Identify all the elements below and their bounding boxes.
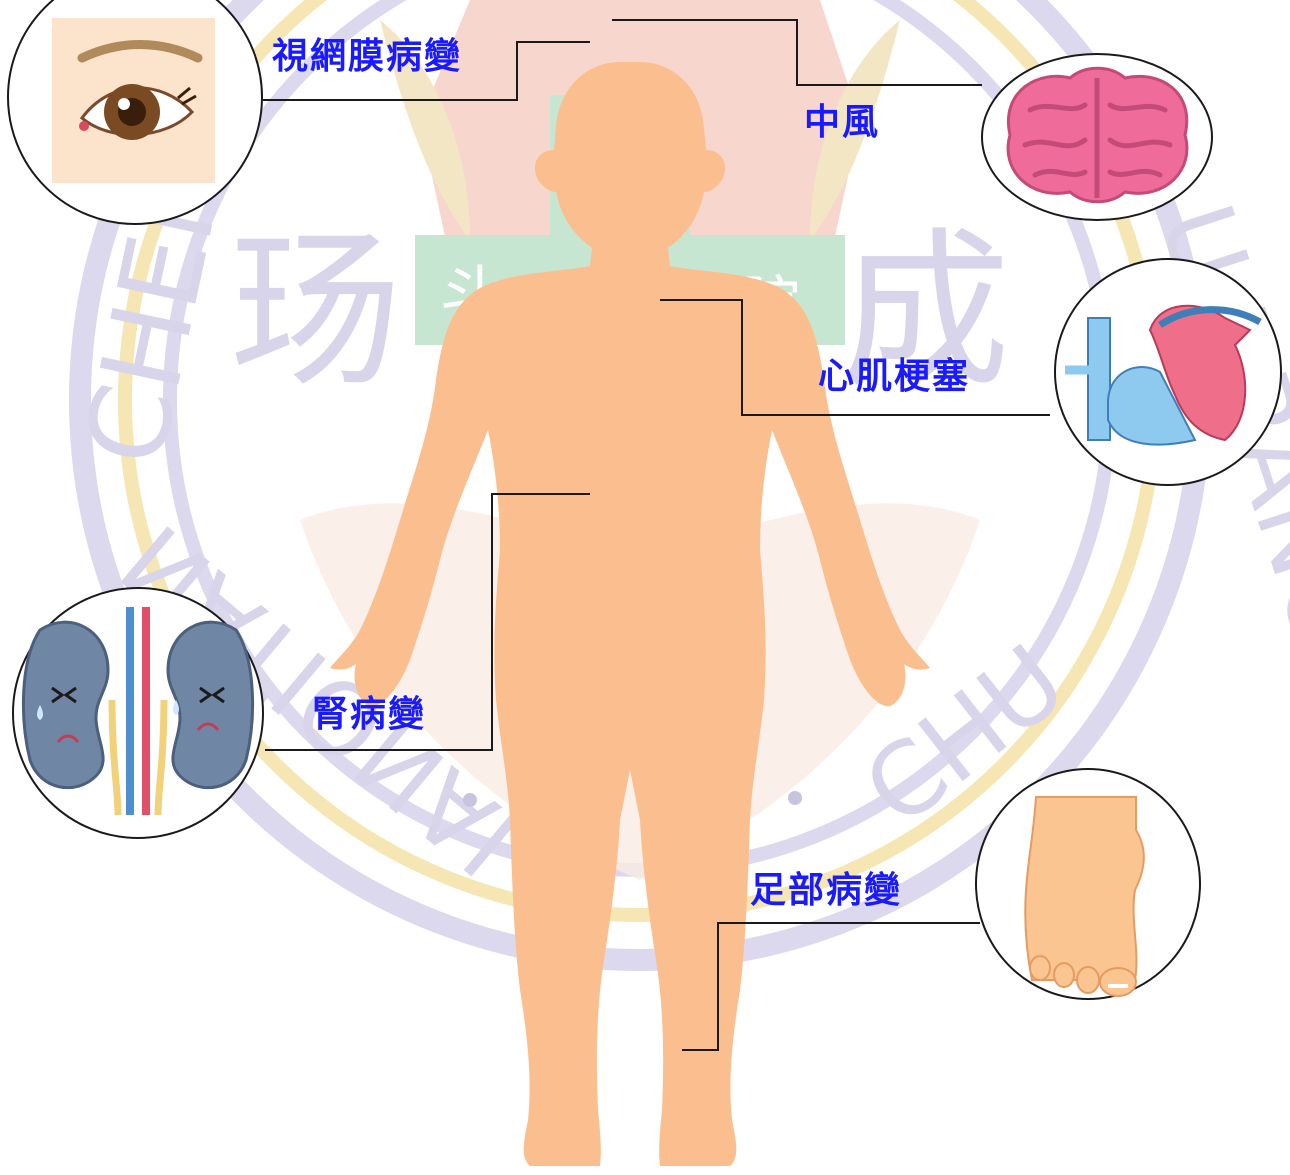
heart-callout: [1055, 259, 1281, 485]
watermark-dot-right: [788, 791, 802, 805]
heart-icon: [1065, 306, 1260, 445]
brain-icon: [1008, 68, 1187, 202]
foot-callout: [976, 769, 1200, 999]
brain-callout: [982, 54, 1212, 220]
kidney-callout: [13, 588, 263, 838]
eye-icon: [52, 18, 215, 183]
watermark-glyph-left: 玚: [230, 213, 400, 411]
label-retinopathy: 視網膜病變: [272, 38, 462, 74]
label-foot-lesion: 足部病變: [750, 872, 902, 908]
label-stroke: 中風: [804, 104, 880, 140]
watermark-dot-left: [463, 793, 477, 807]
foot-icon: [1025, 797, 1144, 996]
label-nephropathy: 腎病變: [312, 696, 426, 732]
label-myocardial-infarction: 心肌梗塞: [818, 358, 970, 394]
